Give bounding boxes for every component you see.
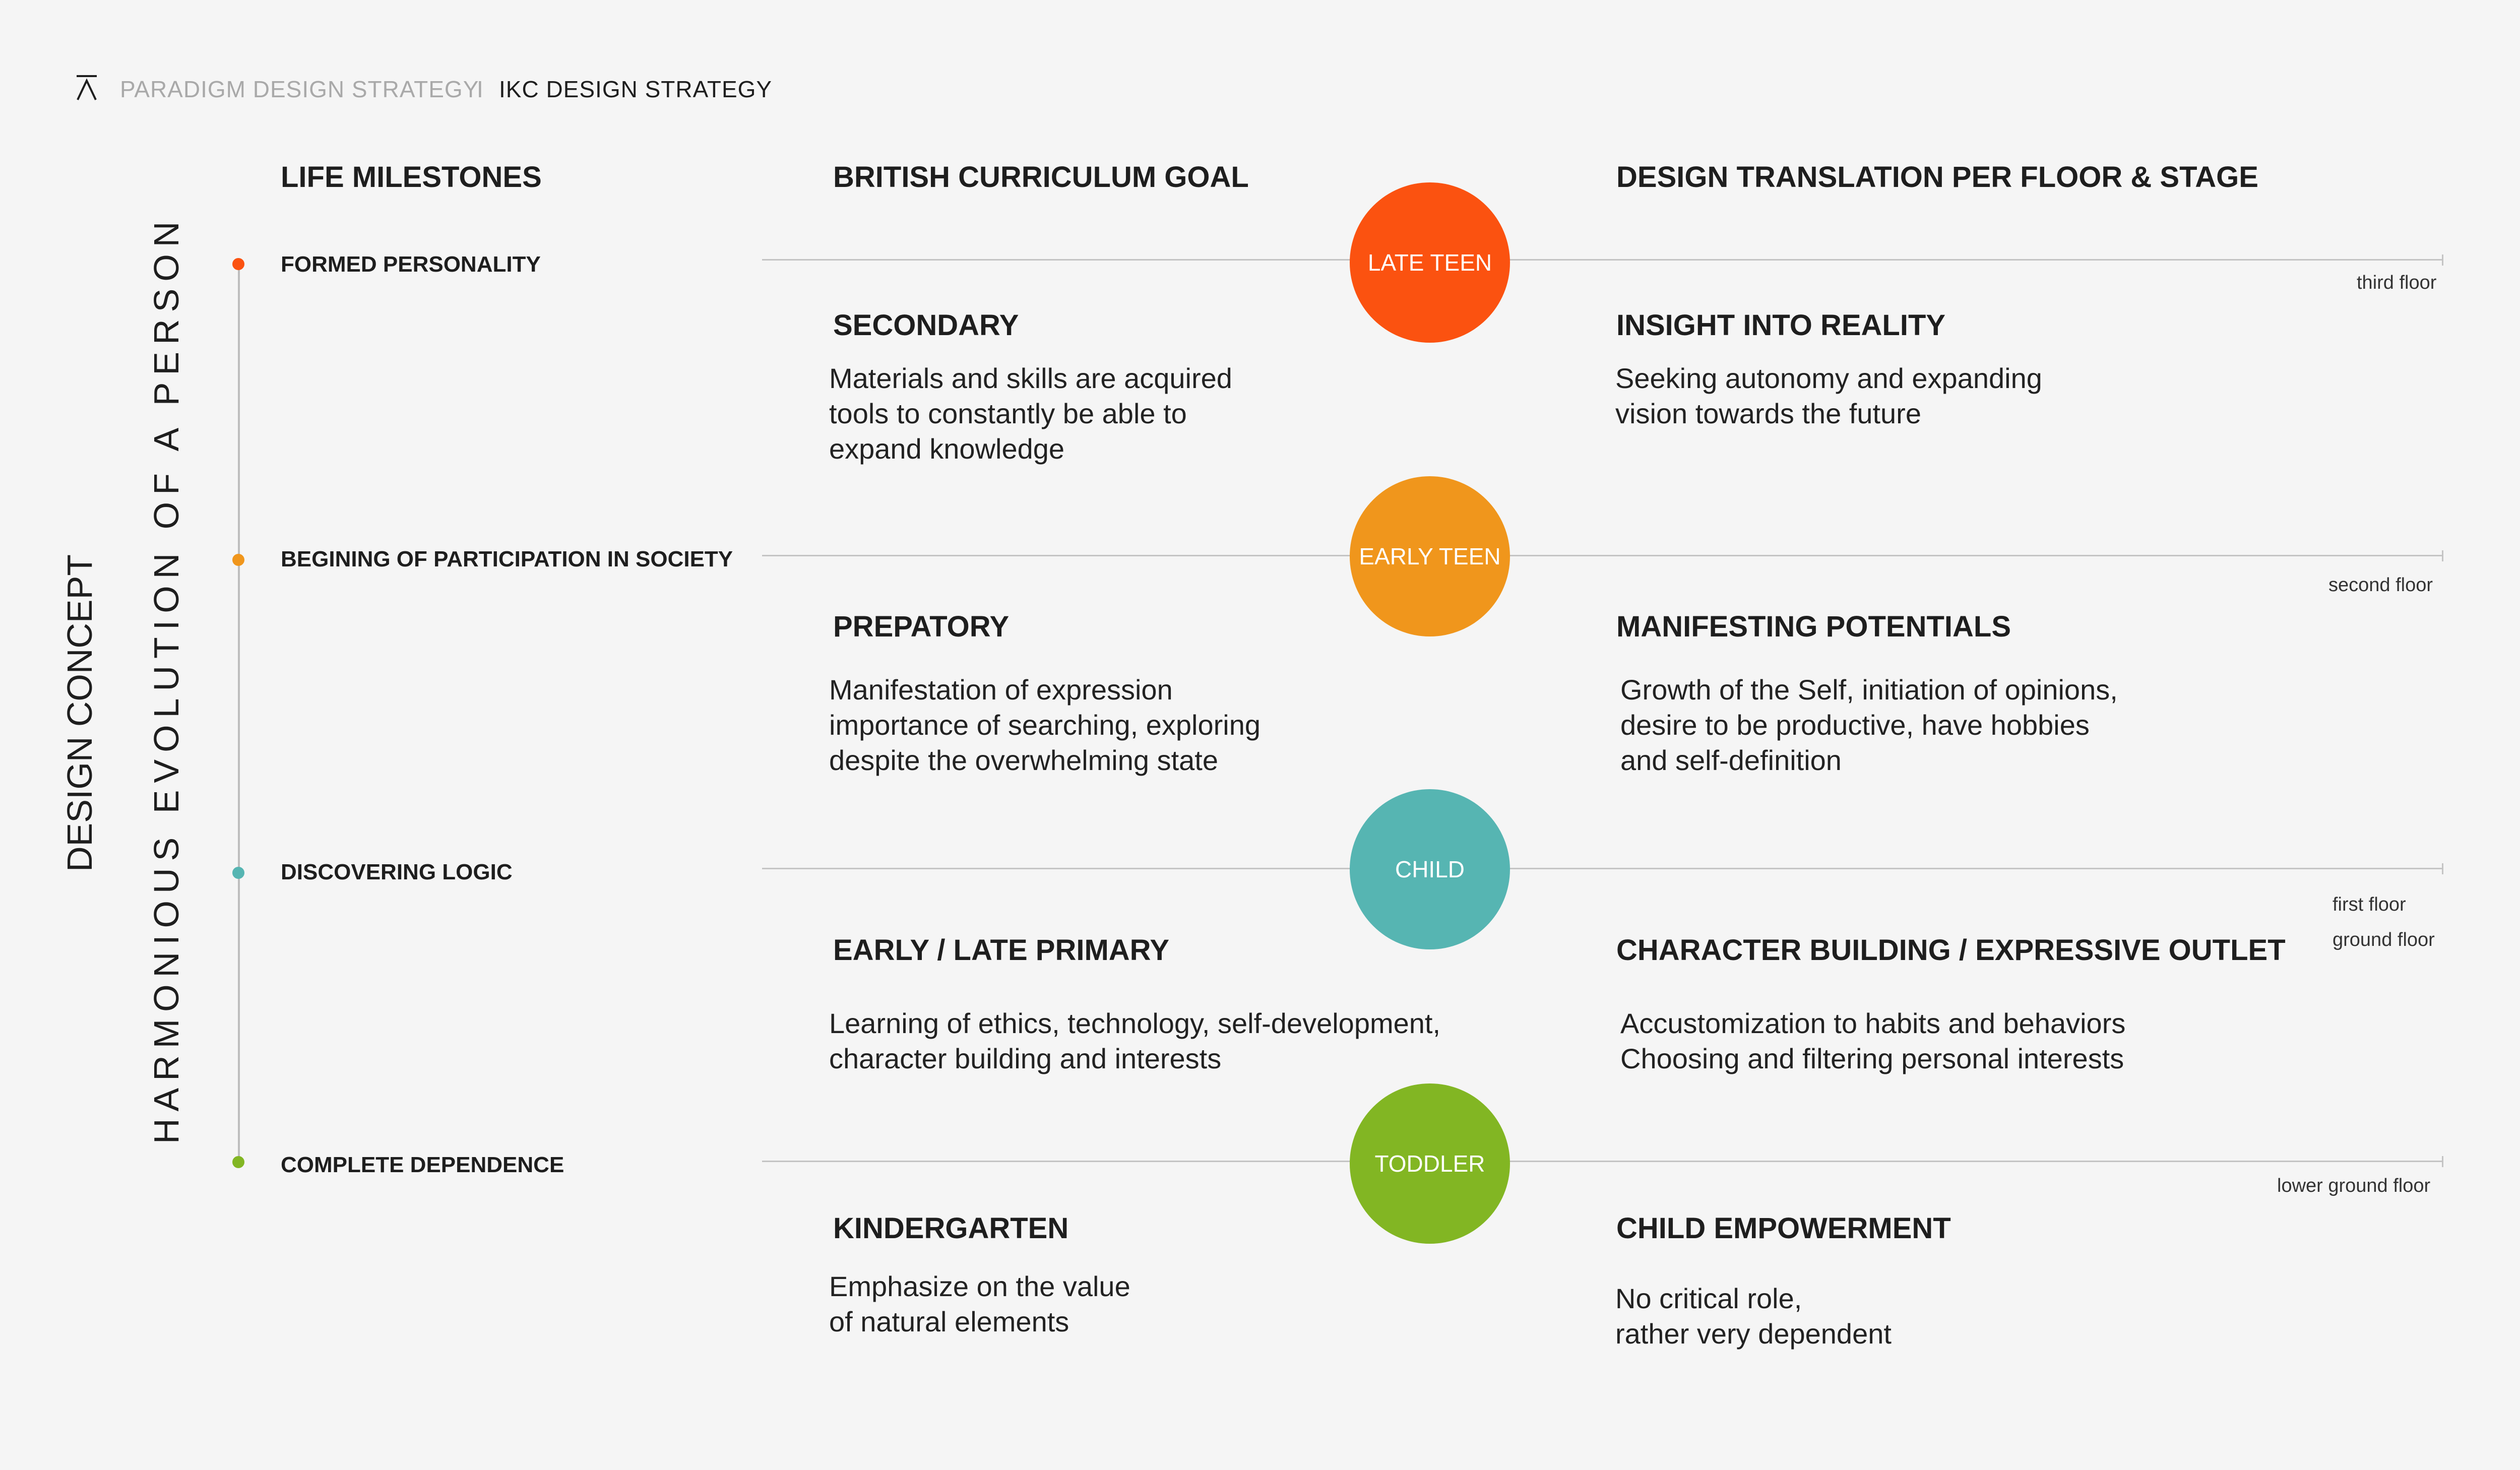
- floor-label: third floor: [2357, 272, 2437, 293]
- design-description: Growth of the Self, initiation of opinio…: [1620, 674, 2118, 776]
- milestone-dot: [232, 1156, 244, 1168]
- stage-circle-toddler: TODDLER: [1350, 1083, 1510, 1244]
- life-milestones-heading: LIFE MILESTONES: [281, 161, 542, 194]
- milestone-dot: [232, 867, 244, 879]
- floor-label: lower ground floor: [2277, 1175, 2431, 1196]
- milestone-label: COMPLETE DEPENDENCE: [281, 1153, 564, 1177]
- row-divider-early-teen: [762, 555, 2443, 556]
- breadcrumb-parent[interactable]: PARADIGM DESIGN STRATEGY: [120, 76, 479, 102]
- design-description: Accustomization to habits and behaviors …: [1620, 1007, 2126, 1074]
- row-divider-end-tick: [2442, 550, 2443, 561]
- milestone-label: FORMED PERSONALITY: [281, 252, 541, 277]
- row-divider-end-tick: [2442, 1156, 2443, 1167]
- row-divider-late-teen: [762, 259, 2443, 261]
- stage-circle-late-teen: LATE TEEN: [1350, 182, 1510, 343]
- design-stage-title: CHARACTER BUILDING / EXPRESSIVE OUTLET: [1616, 934, 2286, 967]
- design-stage-title: INSIGHT INTO REALITY: [1616, 309, 1946, 342]
- curriculum-heading: BRITISH CURRICULUM GOAL: [833, 161, 1249, 194]
- curriculum-description: Emphasize on the value of natural elemen…: [829, 1270, 1130, 1337]
- design-description: No critical role, rather very dependent: [1615, 1283, 1892, 1350]
- milestone-label: BEGINING OF PARTICIPATION IN SOCIETY: [281, 547, 733, 571]
- milestone-timeline: [238, 263, 240, 1162]
- design-concept-title: DESIGN CONCEPT: [60, 554, 99, 872]
- curriculum-stage-title: SECONDARY: [833, 309, 1019, 342]
- design-description: Seeking autonomy and expanding vision to…: [1615, 362, 2042, 429]
- breadcrumb-separator: I: [477, 76, 484, 102]
- row-divider-child: [762, 868, 2443, 869]
- floor-label: second floor: [2328, 574, 2433, 596]
- design-stage-title: MANIFESTING POTENTIALS: [1616, 610, 2011, 643]
- curriculum-description: Manifestation of expression importance o…: [829, 674, 1261, 776]
- stage-circle-early-teen: EARLY TEEN: [1350, 476, 1510, 636]
- row-divider-end-tick: [2442, 863, 2443, 874]
- milestone-dot: [232, 554, 244, 566]
- breadcrumb-current: IKC DESIGN STRATEGY: [499, 76, 773, 102]
- milestone-label: DISCOVERING LOGIC: [281, 860, 513, 884]
- theme-title: HARMONIOUS EVOLUTION OF A PERSON: [147, 214, 186, 1144]
- floor-label-secondary: ground floor: [2333, 929, 2435, 950]
- curriculum-stage-title: PREPATORY: [833, 610, 1010, 643]
- row-divider-toddler: [762, 1161, 2443, 1162]
- curriculum-description: Learning of ethics, technology, self-dev…: [829, 1007, 1441, 1074]
- curriculum-stage-title: EARLY / LATE PRIMARY: [833, 934, 1170, 967]
- stage-circle-child: CHILD: [1350, 789, 1510, 949]
- floor-label: first floor: [2333, 894, 2406, 915]
- curriculum-stage-title: KINDERGARTEN: [833, 1212, 1069, 1245]
- logo-icon: [77, 75, 97, 100]
- design-stage-title: CHILD EMPOWERMENT: [1616, 1212, 1951, 1245]
- row-divider-end-tick: [2442, 254, 2443, 266]
- curriculum-description: Materials and skills are acquired tools …: [829, 362, 1232, 465]
- milestone-dot: [232, 258, 244, 270]
- design-translation-heading: DESIGN TRANSLATION PER FLOOR & STAGE: [1616, 161, 2258, 194]
